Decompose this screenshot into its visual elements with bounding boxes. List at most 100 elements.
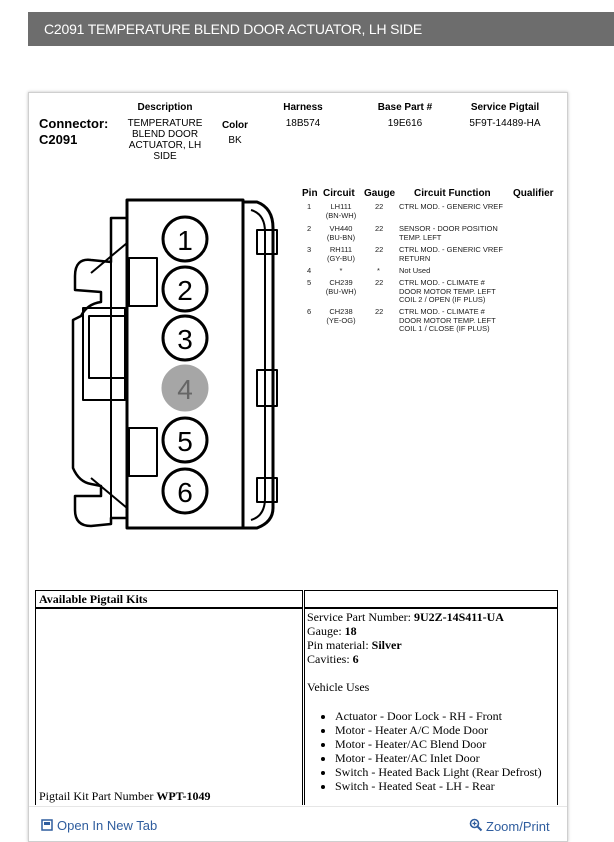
connector-face-diagram: 1 2 3 4 5 6 (71, 198, 278, 530)
pin-2-cavity (161, 265, 209, 313)
service-pigtail-value: 5F9T-14489-HA (469, 118, 541, 129)
description-line: TEMPERATURE (127, 118, 203, 129)
latch-outline (71, 216, 127, 528)
pin-3-label: 3 (177, 324, 193, 355)
function-line: CTRL MOD. - GENERIC VREF (399, 202, 503, 211)
gauge-cell: 22 (375, 224, 384, 233)
harness-value: 18B574 (285, 118, 321, 129)
pigtail-kit-details: Service Part Number: 9U2Z-14S411-UA Gaug… (304, 608, 558, 805)
service-part-label: Service Part Number: (307, 610, 411, 624)
pin-6-label: 6 (177, 477, 193, 508)
gauge-cell: 22 (375, 278, 384, 287)
description-value: TEMPERATURE BLEND DOOR ACTUATOR, LH SIDE (117, 118, 213, 162)
pin-1-label: 1 (177, 225, 193, 256)
circuit-code: * (339, 266, 343, 275)
description-header: Description (137, 102, 193, 113)
base-part-value: 19E616 (387, 118, 423, 129)
circuit-code: LH111 (330, 202, 352, 211)
page-title: C2091 TEMPERATURE BLEND DOOR ACTUATOR, L… (44, 21, 422, 37)
circuit-color: (YE-OG) (326, 315, 356, 325)
qualifier-col-header: Qualifier (513, 188, 554, 199)
pigtail-kits-section: Available Pigtail Kits Pigtail Kit Part … (35, 586, 560, 805)
gauge-label: Gauge: (307, 624, 342, 638)
pigtail-kit-info: Service Part Number: 9U2Z-14S411-UA Gaug… (307, 610, 504, 694)
vehicle-use-item: Motor - Heater/AC Inlet Door (335, 751, 542, 765)
function-col-header: Circuit Function (414, 188, 491, 199)
circuit-code: RH111 (329, 245, 353, 254)
description-line: SIDE (153, 151, 177, 162)
connector-label: Connector: (39, 116, 109, 131)
function-cell: CTRL MOD. - GENERIC VREF RETURN (399, 245, 503, 263)
color-value: BK (228, 135, 242, 146)
pigtail-kits-header-right (304, 590, 558, 608)
connector-id: C2091 (39, 132, 78, 147)
pin-col-header: Pin (302, 188, 318, 199)
color-header: Color (221, 120, 249, 131)
kit-part-value: WPT-1049 (156, 789, 211, 803)
pin-number: 3 (307, 245, 312, 254)
pin-2-label: 2 (177, 275, 193, 306)
function-line: RETURN (399, 253, 431, 263)
function-line: CTRL MOD. - GENERIC VREF (399, 245, 503, 254)
base-part-header: Base Part # (377, 102, 433, 113)
open-new-tab-label: Open In New Tab (57, 818, 158, 833)
description-line: BLEND DOOR (131, 129, 199, 140)
pin-5-cavity (161, 416, 209, 464)
zoom-print-label: Zoom/Print (486, 819, 550, 834)
open-new-tab-icon (41, 819, 53, 831)
vehicle-use-item: Actuator - Door Lock - RH - Front (335, 709, 542, 723)
connector-card: Connector: C2091 Description TEMPERATURE… (28, 92, 568, 842)
pigtail-kit-left-cell: Pigtail Kit Part Number WPT-1049 (35, 608, 303, 805)
gauge-cell: 22 (375, 307, 384, 316)
circuit-code: VH440 (329, 224, 353, 233)
circuit-code: CH239 (329, 278, 353, 287)
circuit-cell: * (321, 266, 361, 276)
pin-1-cavity (161, 215, 209, 263)
function-line: SENSOR - DOOR POSITION (399, 224, 498, 233)
circuit-color: (BU-BN) (326, 232, 356, 242)
description-line: ACTUATOR, LH (128, 140, 202, 151)
function-cell: CTRL MOD. - CLIMATE # DOOR MOTOR TEMP. L… (399, 307, 496, 334)
vehicle-uses-label: Vehicle Uses (307, 680, 370, 694)
open-new-tab-link[interactable]: Open In New Tab (41, 818, 157, 833)
pin-material-label: Pin material: (307, 638, 369, 652)
circuit-col-header: Circuit (323, 188, 355, 199)
cavities-value: 6 (352, 652, 359, 666)
pigtail-kits-header: Available Pigtail Kits (35, 590, 303, 608)
circuit-cell: CH239 (BU-WH) (321, 278, 361, 296)
vehicle-use-item: Motor - Heater A/C Mode Door (335, 723, 542, 737)
service-pigtail-header: Service Pigtail (470, 102, 540, 113)
function-line: COIL 2 / OPEN (IF PLUS) (399, 295, 486, 304)
vehicle-use-item: Switch - Heated Seat - LH - Rear (335, 779, 542, 793)
circuit-color: (GY-BU) (326, 253, 356, 263)
card-footer: Open In New Tab Zoom/Print (29, 806, 567, 842)
vehicle-use-item: Motor - Heater/AC Blend Door (335, 737, 542, 751)
gauge-cell: 22 (375, 202, 384, 211)
pigtail-kit-part-number: Pigtail Kit Part Number WPT-1049 (39, 789, 211, 804)
pin-5-label: 5 (177, 426, 193, 457)
circuit-cell: LH111 (BN-WH) (321, 202, 361, 220)
vehicle-uses-list: Actuator - Door Lock - RH - Front Motor … (305, 709, 542, 793)
pin-material-value: Silver (371, 638, 402, 652)
page-title-bar: C2091 TEMPERATURE BLEND DOOR ACTUATOR, L… (28, 12, 614, 46)
function-line: Not Used (399, 266, 431, 275)
pin-number: 5 (307, 278, 312, 287)
zoom-print-link[interactable]: Zoom/Print (469, 818, 550, 834)
function-line: TEMP. LEFT (399, 232, 442, 242)
vehicle-use-item: Switch - Heated Back Light (Rear Defrost… (335, 765, 542, 779)
circuit-cell: VH440 (BU-BN) (321, 224, 361, 242)
pin-circles (161, 215, 209, 515)
gauge-value: 18 (344, 624, 357, 638)
pin-number: 6 (307, 307, 312, 316)
function-line: DOOR MOTOR TEMP. LEFT (399, 286, 496, 296)
gauge-cell: 22 (375, 245, 384, 254)
circuit-cell: RH111 (GY-BU) (321, 245, 361, 263)
connector-label-block: Connector: C2091 (39, 116, 108, 148)
function-line: CTRL MOD. - CLIMATE # (399, 307, 485, 316)
gauge-cell: * (377, 266, 380, 275)
cavities-label: Cavities: (307, 652, 350, 666)
function-line: DOOR MOTOR TEMP. LEFT (399, 315, 496, 325)
function-cell: Not Used (399, 266, 431, 276)
kit-part-label: Pigtail Kit Part Number (39, 789, 154, 803)
harness-header: Harness (283, 102, 323, 113)
